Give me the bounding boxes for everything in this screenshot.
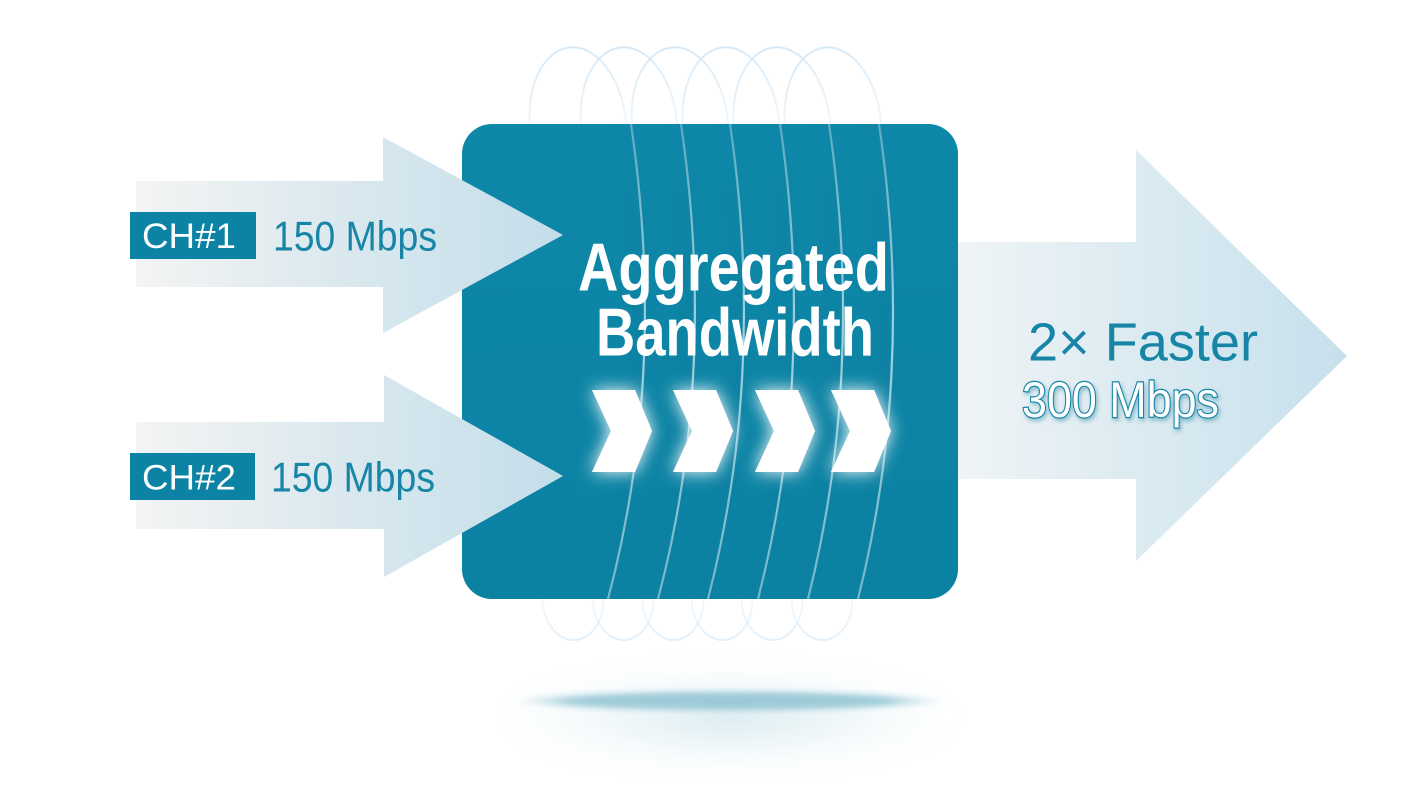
svg-text:300 Mbps: 300 Mbps [1022, 372, 1219, 428]
svg-text:CH#1: CH#1 [142, 217, 236, 256]
svg-text:Aggregated: Aggregated [578, 230, 889, 306]
svg-text:150 Mbps: 150 Mbps [273, 213, 437, 260]
svg-text:CH#2: CH#2 [142, 459, 236, 498]
svg-text:150 Mbps: 150 Mbps [271, 454, 435, 501]
svg-text:Bandwidth: Bandwidth [596, 294, 874, 370]
svg-text:2× Faster: 2× Faster [1028, 313, 1258, 373]
